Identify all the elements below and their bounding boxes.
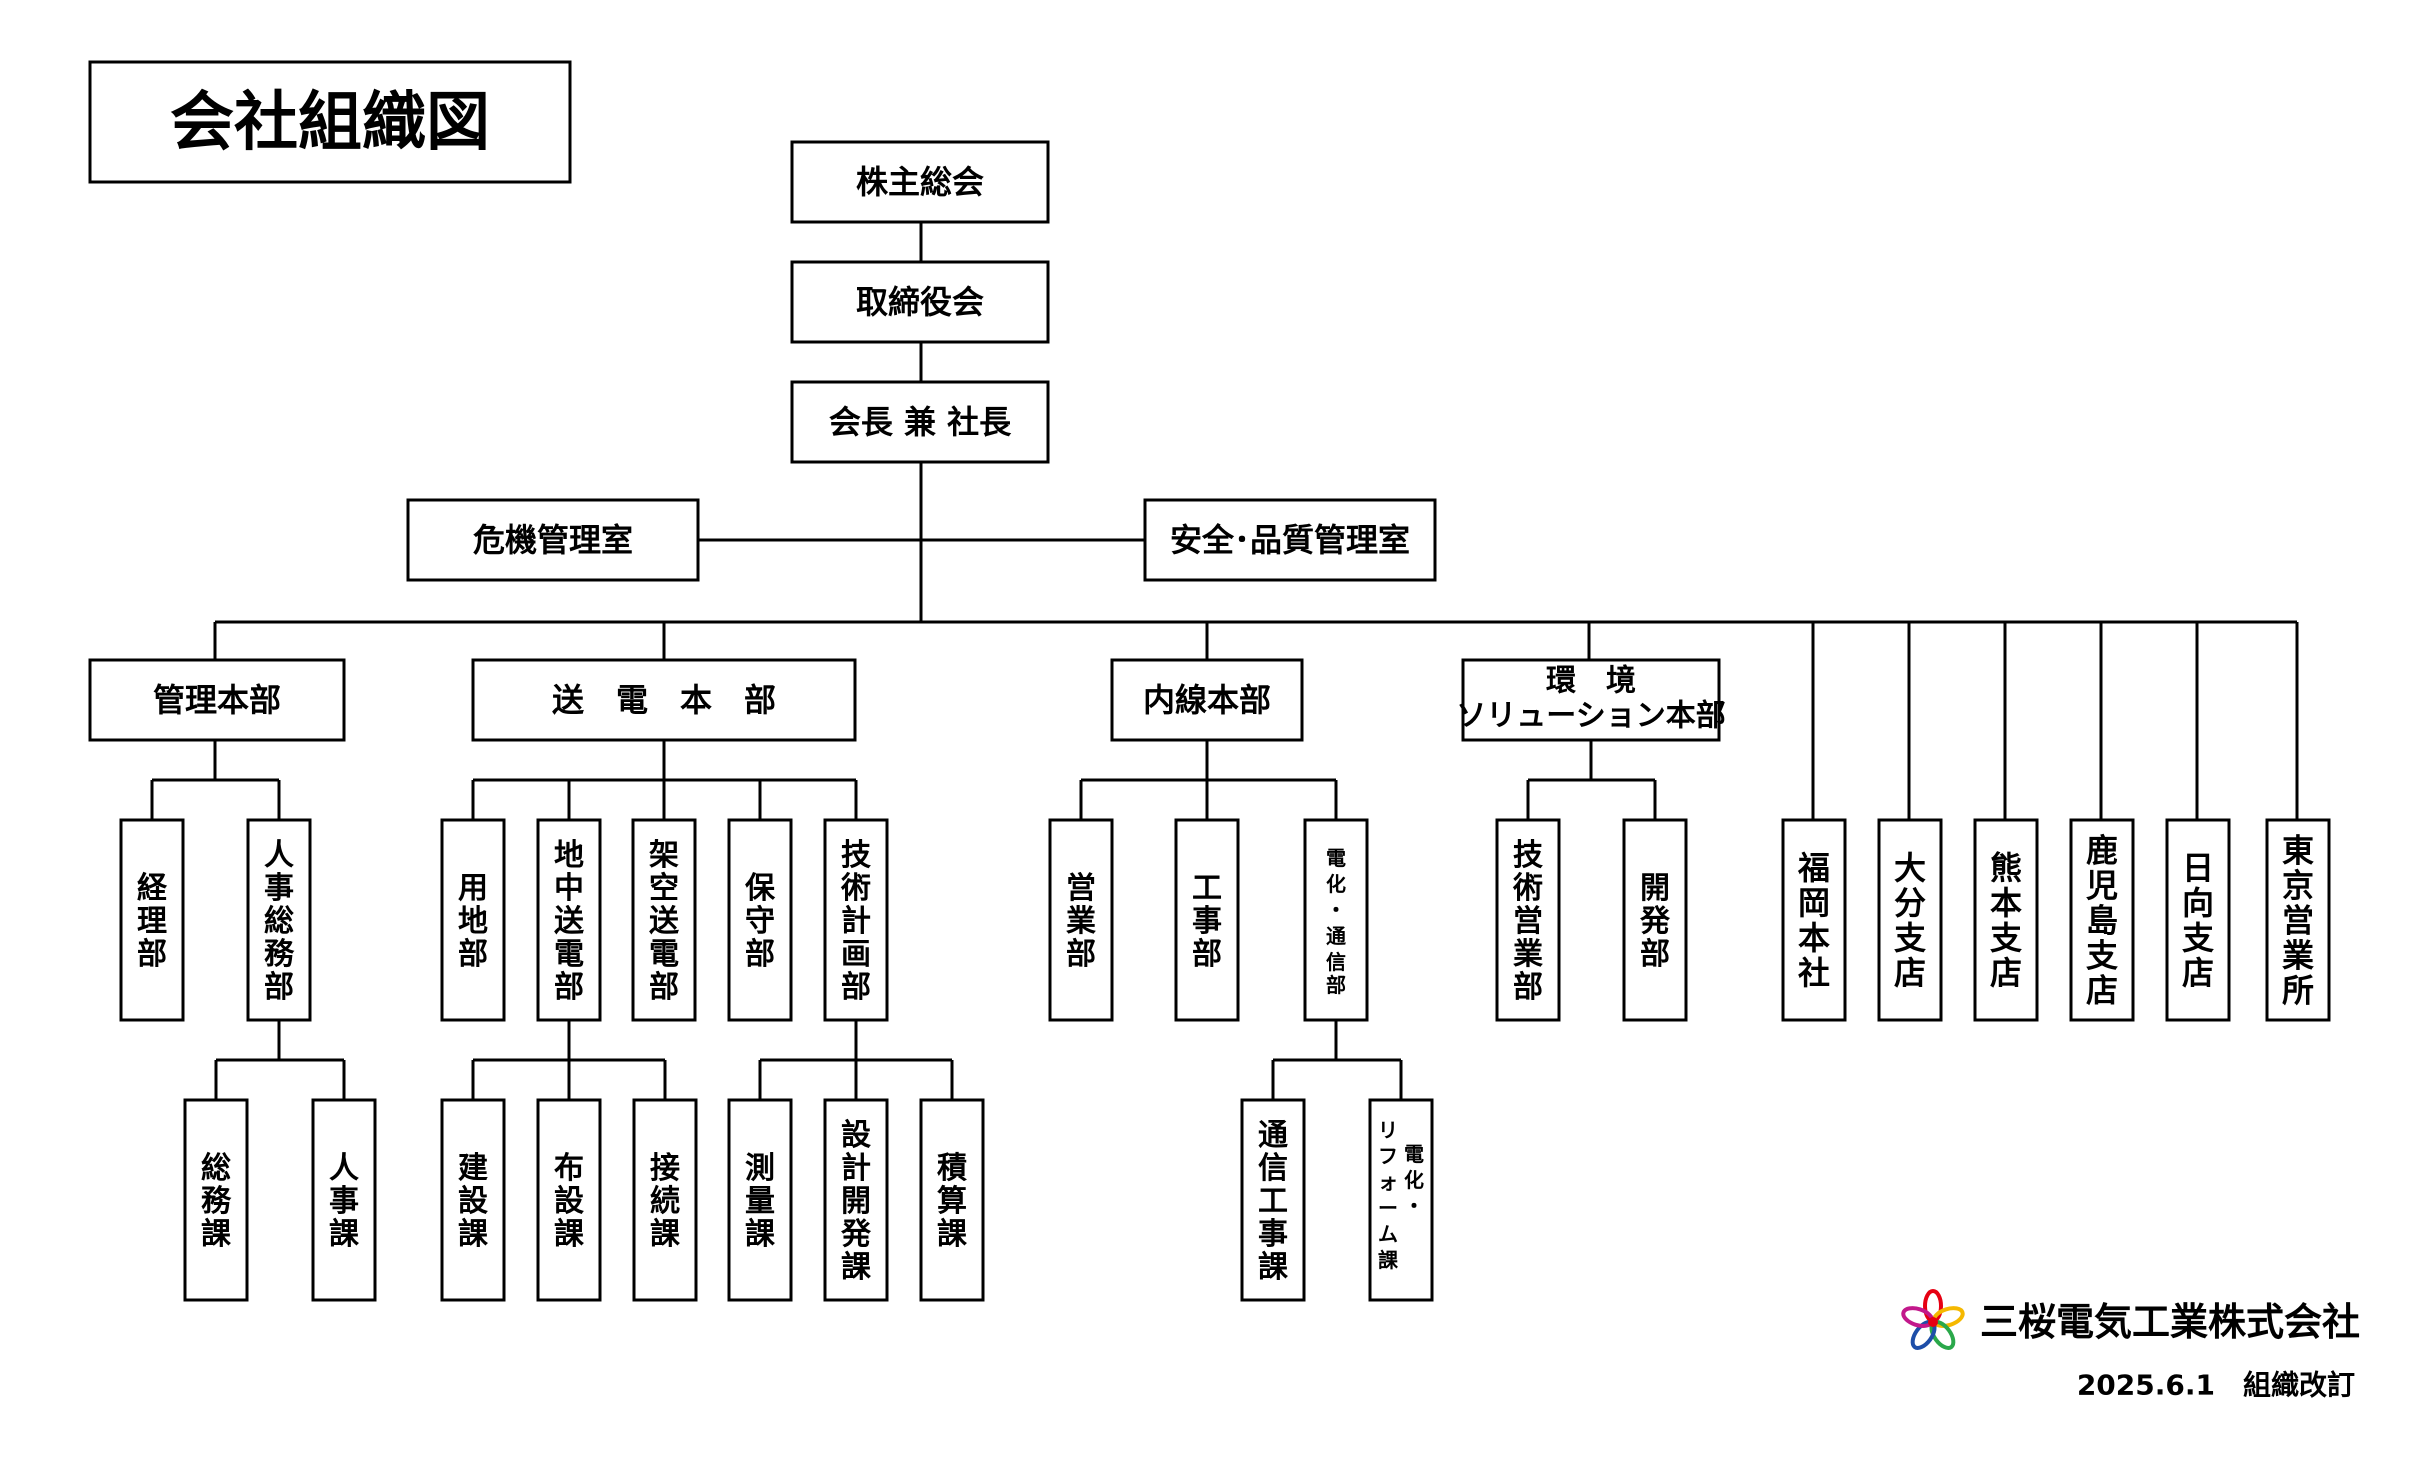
reform-section-label-1: 電化・ — [1404, 1142, 1424, 1218]
branch-tokyo-label: 東京営業所 — [2282, 832, 2314, 1010]
reform-section-label-2: リフォーム課 — [1378, 1118, 1399, 1272]
eigyo-dept-box — [1048, 818, 1114, 1022]
branch-fukuoka-label: 福岡本社 — [1797, 849, 1830, 992]
hoshu-dept-box — [727, 818, 793, 1022]
sekkei-section-label: 設計開発課 — [840, 1118, 872, 1285]
board-label: 取締役会 — [856, 283, 984, 321]
eigyo-dept-label: 営業部 — [1066, 871, 1096, 972]
chairman-label: 会長 兼 社長 — [829, 403, 1012, 441]
soumu-section-label: 総務課 — [201, 1151, 232, 1252]
chairman-box — [790, 380, 1050, 464]
board-box — [790, 260, 1050, 344]
setsuzoku-section-label: 接続課 — [650, 1151, 681, 1252]
denka-tsushin-dept-box — [1303, 818, 1369, 1022]
reform-section-box — [1368, 1098, 1434, 1302]
fusetsu-section-box — [536, 1098, 602, 1302]
setsuzoku-section-box — [632, 1098, 698, 1302]
kankyo-division-label-1: 環 境 — [1546, 664, 1636, 699]
shareholders-box — [790, 140, 1050, 224]
naisen-division-label: 内線本部 — [1143, 681, 1271, 719]
fusetsu-section-label: 布設課 — [554, 1151, 585, 1252]
sekkei-section-box — [823, 1098, 889, 1302]
kouji-dept-box — [1174, 818, 1240, 1022]
branch-kagoshima-label: 鹿児島支店 — [2086, 832, 2118, 1010]
branch-kumamoto-label: 熊本支店 — [1990, 849, 2022, 992]
jinji-section-box — [311, 1098, 377, 1302]
kensetsu-section-box — [440, 1098, 506, 1302]
company-logo-icon — [1901, 1289, 1965, 1350]
tsushin-kouji-section-label: 通信工事課 — [1258, 1118, 1289, 1285]
branch-oita-label: 大分支店 — [1894, 849, 1926, 992]
keiri-dept-box — [119, 818, 185, 1022]
safety-quality-office-box — [1143, 498, 1437, 582]
souden-division-box — [471, 658, 857, 742]
sokuryo-section-label: 測量課 — [745, 1151, 776, 1252]
page-title: 会社組織図 — [170, 86, 490, 160]
title-box — [88, 60, 572, 184]
kakuu-dept-box — [631, 818, 697, 1022]
souden-division-label: 送 電 本 部 — [552, 681, 776, 719]
branch-fukuoka-box — [1781, 818, 1847, 1022]
kankyo-division-box — [1461, 658, 1721, 742]
risk-office-box — [406, 498, 700, 582]
branch-kumamoto-box — [1973, 818, 2039, 1022]
keiri-dept-label: 経理部 — [137, 871, 168, 972]
kakuu-dept-label: 架空送電部 — [649, 838, 679, 1005]
branch-hyuga-label: 日向支店 — [2182, 849, 2214, 992]
safety-quality-office-label: 安全･品質管理室 — [1170, 521, 1410, 559]
hoshu-dept-label: 保守部 — [745, 871, 776, 972]
logo-center — [1928, 1317, 1938, 1327]
youchi-dept-label: 用地部 — [458, 871, 488, 972]
branch-tokyo-box — [2265, 818, 2331, 1022]
gijutsu-eigyo-dept-box — [1495, 818, 1561, 1022]
kaihatsu-dept-label: 開発部 — [1639, 871, 1671, 972]
chichu-dept-label: 地中送電部 — [554, 838, 584, 1005]
chichu-dept-box — [536, 818, 602, 1022]
risk-office-label: 危機管理室 — [473, 521, 633, 559]
jinji-soumu-dept-box — [246, 818, 312, 1022]
kensetsu-section-label: 建設課 — [458, 1151, 489, 1252]
branch-hyuga-box — [2165, 818, 2231, 1022]
kanri-division-box — [88, 658, 346, 742]
youchi-dept-box — [440, 818, 506, 1022]
branch-kagoshima-box — [2069, 818, 2135, 1022]
jinji-soumu-dept-label: 人事総務部 — [264, 838, 295, 1005]
logo-petal — [1931, 1306, 1965, 1328]
kaihatsu-dept-box — [1622, 818, 1688, 1022]
gijutsu-keikaku-dept-box — [823, 818, 889, 1022]
revision-note: 2025.6.1 組織改訂 — [2077, 1369, 2355, 1402]
naisen-division-box — [1110, 658, 1304, 742]
branch-oita-box — [1877, 818, 1943, 1022]
gijutsu-eigyo-dept-label: 技術営業部 — [1512, 838, 1543, 1005]
denka-tsushin-dept-label-1: 電化・通信 — [1326, 846, 1346, 974]
sekisan-section-label: 積算課 — [937, 1151, 968, 1252]
logo-petal — [1901, 1306, 1935, 1328]
gijutsu-keikaku-dept-label: 技術計画部 — [840, 838, 871, 1005]
kankyo-division-label-2: ソリューション本部 — [1456, 699, 1725, 734]
kouji-dept-label: 工事部 — [1192, 871, 1222, 972]
jinji-section-label: 人事課 — [329, 1151, 360, 1252]
tsushin-kouji-section-box — [1240, 1098, 1306, 1302]
soumu-section-box — [183, 1098, 249, 1302]
denka-tsushin-dept-label-2: 部 — [1326, 973, 1346, 997]
company-name: 三桜電気工業株式会社 — [1980, 1300, 2360, 1344]
sokuryo-section-box — [727, 1098, 793, 1302]
kanri-division-label: 管理本部 — [153, 681, 281, 719]
shareholders-label: 株主総会 — [856, 163, 984, 201]
sekisan-section-box — [919, 1098, 985, 1302]
